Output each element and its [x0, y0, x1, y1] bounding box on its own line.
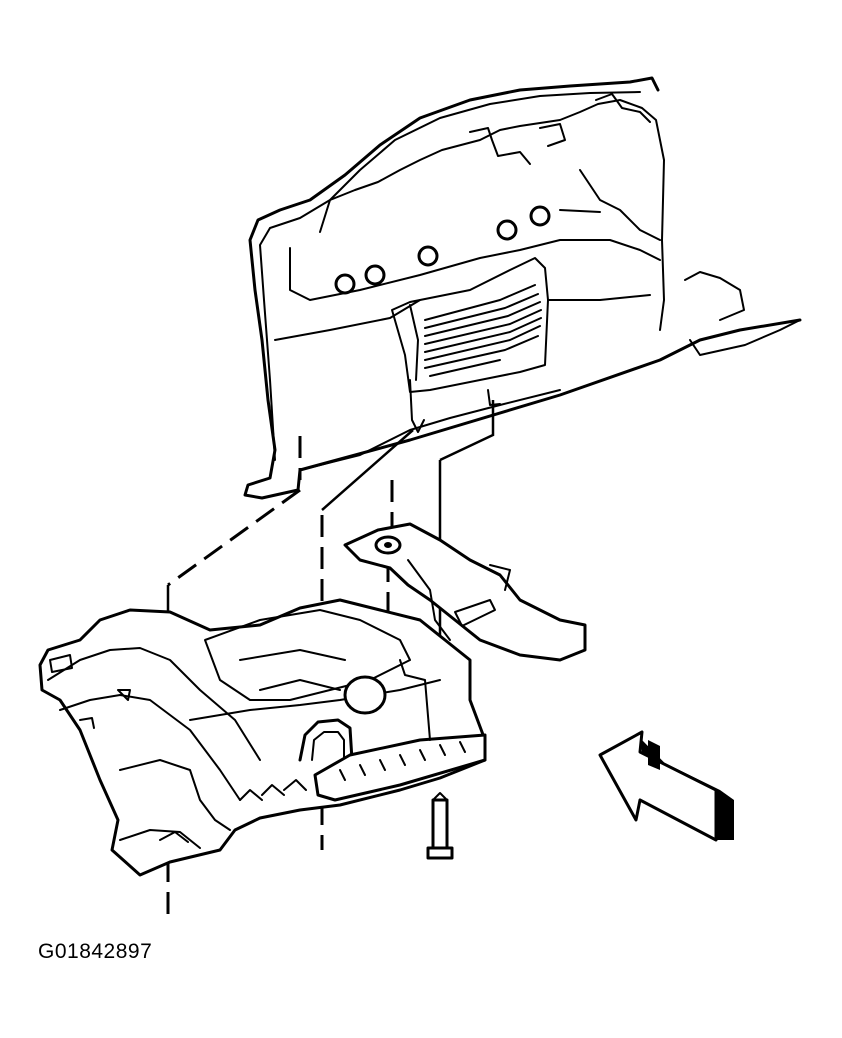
upper-panel-notch-2: [539, 123, 566, 147]
vent-louver: [391, 257, 549, 393]
shield-well-floor: [239, 649, 346, 691]
figure-id-label: G01842897: [38, 940, 153, 963]
arrow-body: [598, 730, 718, 842]
hole-2: [364, 264, 386, 286]
fastener-bolt: [426, 792, 454, 860]
upper-panel-outline: [243, 76, 802, 500]
shield-inner-ridge-1: [47, 647, 261, 761]
shield-outline: [38, 598, 487, 877]
guide-middle-diagonal: [321, 429, 414, 511]
upper-panel-right-flange: [684, 271, 801, 356]
upper-panel-lower-ridge: [274, 294, 651, 341]
bracket-slot: [454, 599, 496, 627]
guide-right-diagonal: [439, 400, 495, 462]
shield-ribs: [159, 779, 307, 843]
shield-left-notch: [117, 689, 131, 701]
fastener-nut: [374, 535, 402, 555]
bracket-edge: [407, 559, 451, 641]
upper-panel-inner-edge: [259, 91, 641, 461]
tie-down-loop: [298, 718, 354, 762]
shield-lower-ridge: [189, 679, 441, 721]
drain-plug: [343, 675, 387, 715]
arrow-hatch: [648, 740, 660, 770]
hole-3: [417, 245, 439, 267]
upper-panel-bottom-lip: [299, 389, 561, 471]
upper-panel-mid-ridge: [289, 239, 661, 301]
tie-down-inner: [311, 731, 345, 761]
upper-panel-top-detail: [559, 93, 661, 241]
bolt-tip: [432, 792, 448, 801]
shield-center-well: [204, 609, 411, 701]
hole-1: [334, 273, 356, 295]
upper-panel-notch-1: [469, 127, 531, 165]
mounting-bracket: [343, 522, 587, 662]
upper-panel-top-ridge: [319, 99, 665, 331]
mount-plate-ribs: [339, 741, 466, 781]
arrow-icon: [598, 730, 734, 842]
upper-panel-tab-2: [487, 389, 501, 406]
guide-nut: [386, 480, 394, 620]
shield-front-lip: [119, 759, 231, 831]
bracket-body: [343, 522, 587, 662]
shield-corner: [119, 829, 201, 849]
bolt-head: [426, 846, 454, 860]
bracket-right-tab: [489, 564, 511, 591]
shield-bracket-arm: [399, 659, 431, 741]
guide-left-diagonal: [167, 488, 301, 587]
bolt-shank: [431, 798, 449, 852]
mounting-holes: [334, 205, 551, 295]
hole-4: [496, 219, 518, 241]
shield-left-detail: [79, 717, 95, 729]
shield-left-tab: [49, 654, 73, 673]
underbody-shield: [38, 598, 487, 877]
upper-panel-tab-1: [409, 379, 425, 433]
upper-panel: [243, 76, 802, 500]
hole-5: [529, 205, 551, 227]
shield-inner-ridge-2: [59, 694, 241, 801]
